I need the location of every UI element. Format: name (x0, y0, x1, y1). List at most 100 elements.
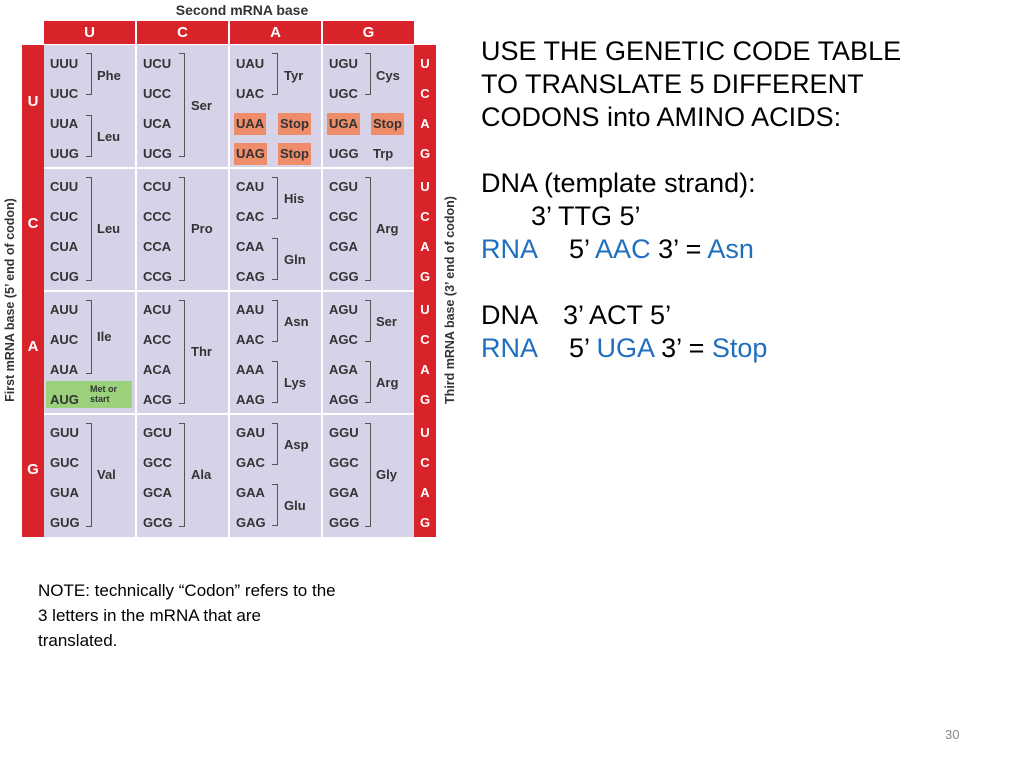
aa-cys: Cys (376, 68, 400, 83)
codon-cell: CAG (236, 269, 265, 284)
codon-cell: CGA (329, 239, 358, 254)
codon-note: NOTE: technically “Codon” refers to the … (38, 581, 336, 650)
aa-val: Val (97, 467, 116, 482)
instruction-line-3: CODONS into AMINO ACIDS: (481, 102, 842, 132)
instruction-text: USE THE GENETIC CODE TABLE TO TRANSLATE … (481, 35, 1011, 365)
codon-cell: GGU (329, 425, 359, 440)
codon-cell: UCA (143, 116, 172, 131)
codon-cell: GUA (50, 485, 79, 500)
codon-cell: CGC (329, 209, 358, 224)
codon-cell: UUC (50, 86, 79, 101)
instruction-line-1: USE THE GENETIC CODE TABLE (481, 36, 902, 66)
codon-cell: GAA (236, 485, 265, 500)
codon-cell: UCG (143, 146, 172, 161)
codon-cell: GCU (143, 425, 172, 440)
aa-stop-uaa: Stop (278, 113, 311, 135)
third-base-letter: G (419, 269, 431, 284)
codon-cell: UUA (50, 116, 79, 131)
row-label-c: C (27, 215, 39, 232)
aa-gln: Gln (284, 252, 306, 267)
codon-cell: UUU (50, 56, 79, 71)
third-base-letter: C (420, 209, 430, 224)
row-label-a: A (27, 338, 39, 355)
aa-lys: Lys (284, 375, 306, 390)
codon-cell: UAG (234, 143, 267, 165)
codon-cell: ACG (143, 392, 172, 407)
codon-cell: UCU (143, 56, 172, 71)
codon-cell: GAU (236, 425, 265, 440)
codon-cell: UUG (50, 146, 79, 161)
codon-cell: AAU (236, 302, 265, 317)
codon-cell: CUC (50, 209, 79, 224)
genetic-code-table: Second mRNA base U C A G First mRNA base… (0, 0, 465, 540)
codon-cell: GCA (143, 485, 172, 500)
aa-stop-uga: Stop (371, 113, 404, 135)
aa-asn: Asn (284, 314, 309, 329)
aa-ser-1: Ser (191, 98, 212, 113)
codon-cell: AUU (50, 302, 79, 317)
codon-cell: AGU (329, 302, 358, 317)
codon-cell: AAG (236, 392, 265, 407)
codon-cell: GGC (329, 455, 359, 470)
codon-cell: CCG (143, 269, 172, 284)
aa-thr: Thr (191, 344, 212, 359)
aa-his: His (284, 191, 305, 206)
codon-cell: CAU (236, 179, 265, 194)
dna-example-1: 3’ TTG 5’ (531, 201, 641, 231)
third-base-letter: A (420, 116, 430, 131)
dna-template-label: DNA (template strand): (481, 168, 756, 198)
column-header-a: A (230, 21, 321, 44)
aa-arg-1: Arg (376, 221, 399, 236)
codon-cell: CGU (329, 179, 358, 194)
start-codon-highlight (46, 381, 132, 408)
page-number: 30 (945, 727, 960, 742)
codon-cell: UGC (329, 86, 358, 101)
aa-leu-1: Leu (97, 129, 121, 144)
codon-cell: AGC (329, 332, 358, 347)
codon-cell: GCG (143, 515, 173, 530)
first-base-column (22, 45, 44, 537)
first-base-label: First mRNA base (5’ end of codon) (3, 198, 17, 402)
codon-cell: UAA (234, 113, 267, 135)
rna-label-1: RNA (481, 234, 539, 264)
aa-met-start-1: Met or (90, 384, 117, 394)
aa-phe: Phe (97, 68, 121, 83)
codon-cell: GCC (143, 455, 172, 470)
codon-cell: GGA (329, 485, 359, 500)
third-base-letter: U (420, 425, 430, 440)
codon-cell: UCC (143, 86, 172, 101)
codon-cell: CAA (236, 239, 265, 254)
codon-cell: GUG (50, 515, 80, 530)
aa-ala: Ala (191, 467, 212, 482)
codon-cell: CUA (50, 239, 79, 254)
third-base-letter: G (419, 146, 431, 161)
codon-cell: ACU (143, 302, 172, 317)
codon-cell: CUU (50, 179, 79, 194)
codon-cell: UGU (329, 56, 358, 71)
third-base-letter: C (420, 332, 430, 347)
codon-cell: GGG (329, 515, 360, 530)
codon-cell: AAA (236, 362, 265, 377)
third-base-letter: U (420, 56, 430, 71)
third-base-letter: A (420, 362, 430, 377)
third-base-letter: A (420, 239, 430, 254)
aa-stop-uag: Stop (278, 143, 311, 165)
instruction-line-2: TO TRANSLATE 5 DIFFERENT (481, 69, 864, 99)
third-base-letter: U (420, 302, 430, 317)
codon-cell: ACC (143, 332, 172, 347)
codon-cell: AUA (50, 362, 79, 377)
codon-cell: CAC (236, 209, 265, 224)
codon-cell: GAC (236, 455, 265, 470)
column-header-u: U (44, 21, 135, 44)
codon-cell: AGA (329, 362, 358, 377)
third-base-letter: C (420, 455, 430, 470)
row-label-u: U (27, 93, 39, 110)
aa-ile: Ile (97, 329, 112, 344)
third-base-letter: G (419, 392, 431, 407)
codon-cell: GUU (50, 425, 79, 440)
aa-met-start-2: start (90, 394, 110, 404)
aa-glu: Glu (284, 498, 306, 513)
